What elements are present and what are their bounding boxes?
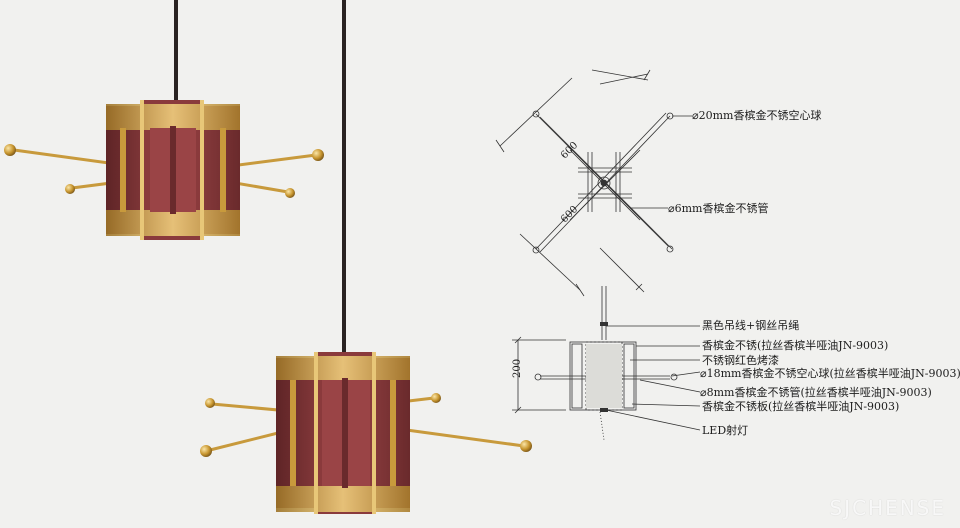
plan-sphere [532,246,540,254]
elevation-dim-height: 200 [512,359,523,378]
diameter-symbol: ⌀ [700,367,707,380]
gold-sphere [285,188,295,198]
lamp-render-upper [4,0,324,240]
elevation-label-red-paint: 不锈钢红色烤漆 [702,353,779,367]
lamp-render-lower [200,0,532,514]
elevation-label-sphere-text: 18mm香槟金不锈空心球(拉丝香槟半哑油JN-9003) [707,366,960,380]
elevation-label-tube-text: 8mm香槟金不锈管(拉丝香槟半哑油JN-9003) [707,385,932,399]
gold-sphere [200,445,212,457]
diameter-symbol: ⌀ [692,109,699,122]
lamp-body [276,352,410,514]
elevation-label-tube: ⌀8mm香槟金不锈管(拉丝香槟半哑油JN-9003) [700,385,932,399]
elevation-label-led: LED射灯 [702,423,748,437]
gold-sphere [431,393,441,403]
plan-view-drawing [495,69,692,297]
diameter-symbol: ⌀ [700,386,707,399]
elevation-fill [586,322,622,412]
plan-sphere [532,110,540,118]
watermark: SJCHENSE [829,496,946,520]
gold-sphere [4,144,16,156]
hanging-cord [174,0,178,104]
elevation-label-cable: 黑色吊线+钢丝吊绳 [702,318,799,332]
gold-sphere [65,184,75,194]
gold-sphere [205,398,215,408]
elevation-label-plate: 香槟金不锈板(拉丝香槟半哑油JN-9003) [702,399,899,413]
gold-sphere [520,440,532,452]
plan-label-tube: ⌀6mm香槟金不锈管 [668,201,769,215]
plan-sphere [666,245,674,253]
plan-label-tube-text: 6mm香槟金不锈管 [675,201,769,215]
plan-label-sphere: ⌀20mm香槟金不锈空心球 [692,108,821,122]
diameter-symbol: ⌀ [668,202,675,215]
elevation-label-gold-steel: 香槟金不锈(拉丝香槟半哑油JN-9003) [702,338,888,352]
hanging-cord [342,0,346,356]
plan-dim-upper: 600 [559,140,580,161]
plan-label-sphere-text: 20mm香槟金不锈空心球 [699,108,822,122]
lamp-body [106,100,240,240]
elevation-label-sphere: ⌀18mm香槟金不锈空心球(拉丝香槟半哑油JN-9003) [700,366,960,380]
gold-sphere [312,149,324,161]
